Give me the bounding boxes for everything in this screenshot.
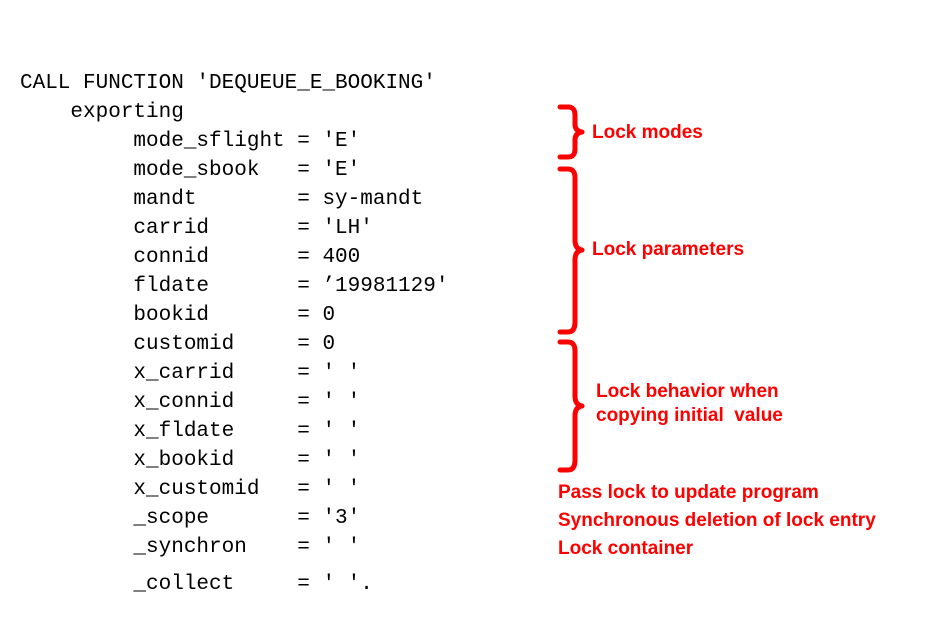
code-line: fldate = ’19981129' xyxy=(20,275,449,298)
annotation-lock-behavior-line1: Lock behavior when xyxy=(596,381,779,402)
brace-lock-behavior xyxy=(556,339,586,474)
code-line: carrid = 'LH' xyxy=(20,217,373,240)
code-line: mode_sflight = 'E' xyxy=(20,130,361,153)
code-line: x_customid = ' ' xyxy=(20,478,361,501)
annotation-lock-parameters: Lock parameters xyxy=(592,239,745,260)
annotation-note-pass-lock: Pass lock to update program xyxy=(558,482,819,503)
code-line: exporting xyxy=(20,101,184,124)
annotation-lock-behavior-line2: copying initial value xyxy=(596,405,783,426)
code-line: x_carrid = ' ' xyxy=(20,362,361,385)
code-line: _scope = '3' xyxy=(20,507,361,530)
code-line: mandt = sy-mandt xyxy=(20,188,424,211)
annotation-lock-modes: Lock modes xyxy=(592,122,703,143)
brace-lock-modes xyxy=(556,104,586,160)
code-line: x_bookid = ' ' xyxy=(20,449,361,472)
code-line: connid = 400 xyxy=(20,246,361,269)
code-line: bookid = 0 xyxy=(20,304,336,327)
code-line: _synchron = ' ' xyxy=(20,536,361,559)
code-line: CALL FUNCTION 'DEQUEUE_E_BOOKING' xyxy=(20,72,436,95)
annotation-note-synchronous-deletion: Synchronous deletion of lock entry xyxy=(558,510,876,531)
code-line: _collect = ' '. xyxy=(20,573,373,596)
code-line: x_fldate = ' ' xyxy=(20,420,361,443)
code-line: customid = 0 xyxy=(20,333,336,356)
brace-lock-parameters xyxy=(556,166,586,336)
abap-code-listing: CALL FUNCTION 'DEQUEUE_E_BOOKING' export… xyxy=(20,69,448,599)
annotation-note-lock-container: Lock container xyxy=(558,538,694,559)
code-line: x_connid = ' ' xyxy=(20,391,361,414)
code-line: mode_sbook = 'E' xyxy=(20,159,361,182)
